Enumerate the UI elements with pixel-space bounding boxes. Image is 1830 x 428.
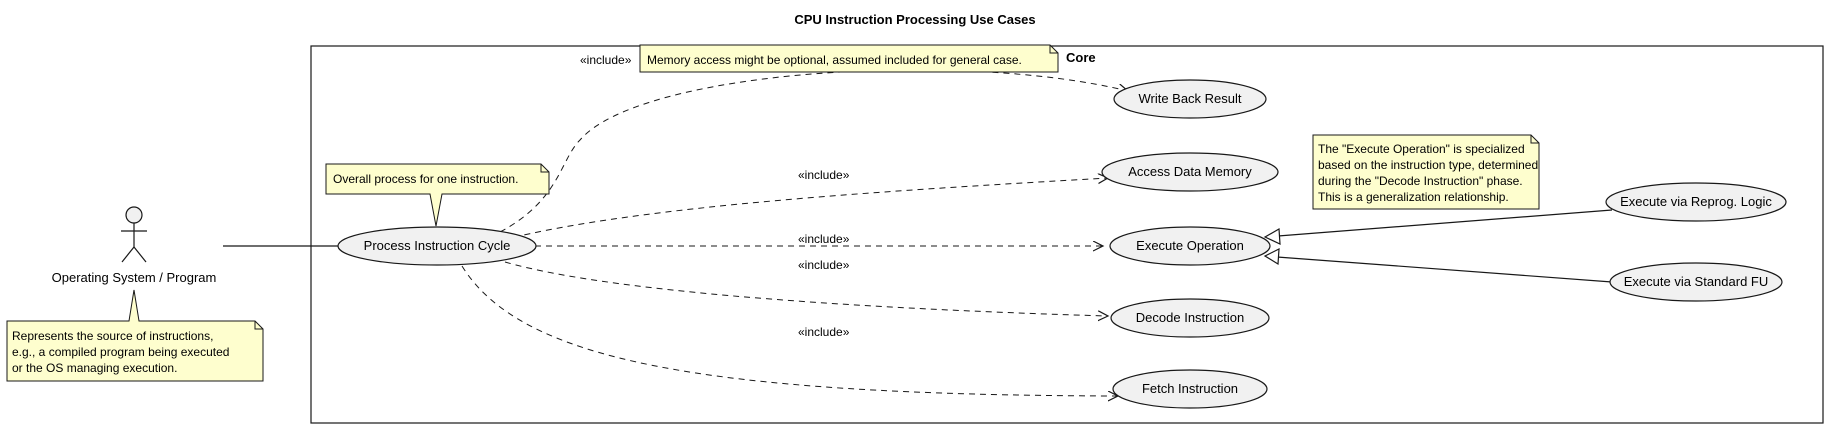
generalization-edge-reprog [1277, 209, 1613, 237]
use-case-execute-via-standard-fu[interactable]: Execute via Standard FU [1609, 262, 1783, 302]
actor-figure [121, 206, 147, 263]
use-case-execute-via-reprog-logic[interactable]: Execute via Reprog. Logic [1605, 182, 1787, 222]
include-label-decode: «include» [798, 258, 850, 272]
note-actor-line: e.g., a compiled program being executed [12, 345, 229, 359]
use-case-label: Execute via Standard FU [1624, 274, 1769, 289]
use-case-label: Fetch Instruction [1142, 381, 1238, 396]
include-edge-access-memory [502, 178, 1108, 241]
use-case-label: Process Instruction Cycle [364, 238, 511, 253]
include-relations [461, 69, 1128, 396]
generalization-edge-standard [1276, 256, 1613, 283]
include-edge-write-back [499, 69, 1128, 233]
note-process: Overall process for one instruction. [325, 163, 550, 227]
include-label-execute: «include» [798, 232, 850, 246]
use-case-label: Execute via Reprog. Logic [1620, 194, 1772, 209]
use-case-label: Execute Operation [1136, 238, 1244, 253]
note-memory-line: Memory access might be optional, assumed… [647, 53, 1022, 67]
note-actor: Represents the source of instructions, e… [6, 289, 264, 382]
use-case-write-back-result[interactable]: Write Back Result [1113, 79, 1267, 119]
note-execute: The "Execute Operation" is specialized b… [1312, 134, 1540, 210]
note-execute-line: The "Execute Operation" is specialized [1318, 142, 1525, 156]
include-label-fetch: «include» [798, 325, 850, 339]
generalization-arrowhead-standard [1263, 247, 1280, 266]
use-case-decode-instruction[interactable]: Decode Instruction [1110, 298, 1270, 338]
note-actor-line: or the OS managing execution. [12, 361, 177, 375]
include-label-access-memory: «include» [798, 168, 850, 182]
use-case-label: Decode Instruction [1136, 310, 1244, 325]
generalization-relations [1263, 209, 1613, 283]
use-case-process-instruction-cycle[interactable]: Process Instruction Cycle [337, 226, 537, 266]
actor-label: Operating System / Program [52, 270, 217, 285]
note-execute-line: This is a generalization relationship. [1318, 190, 1509, 204]
use-case-label: Write Back Result [1138, 91, 1241, 106]
note-execute-line: based on the instruction type, determine… [1318, 158, 1538, 172]
system-boundary [310, 45, 1824, 424]
note-actor-line: Represents the source of instructions, [12, 329, 213, 343]
include-label-write-back: «include» [580, 53, 632, 67]
use-case-label: Access Data Memory [1128, 164, 1252, 179]
diagram-title: CPU Instruction Processing Use Cases [794, 12, 1035, 27]
system-boundary-label: Core [1066, 50, 1096, 65]
use-case-execute-operation[interactable]: Execute Operation [1109, 226, 1271, 266]
note-process-line: Overall process for one instruction. [333, 172, 518, 186]
use-case-fetch-instruction[interactable]: Fetch Instruction [1112, 369, 1268, 409]
generalization-arrowhead-reprog [1263, 228, 1281, 245]
note-memory: Memory access might be optional, assumed… [639, 44, 1059, 73]
use-case-access-data-memory[interactable]: Access Data Memory [1101, 152, 1279, 192]
include-edge-decode [504, 261, 1108, 316]
note-execute-line: during the "Decode Instruction" phase. [1318, 174, 1523, 188]
include-edge-fetch [461, 265, 1118, 396]
